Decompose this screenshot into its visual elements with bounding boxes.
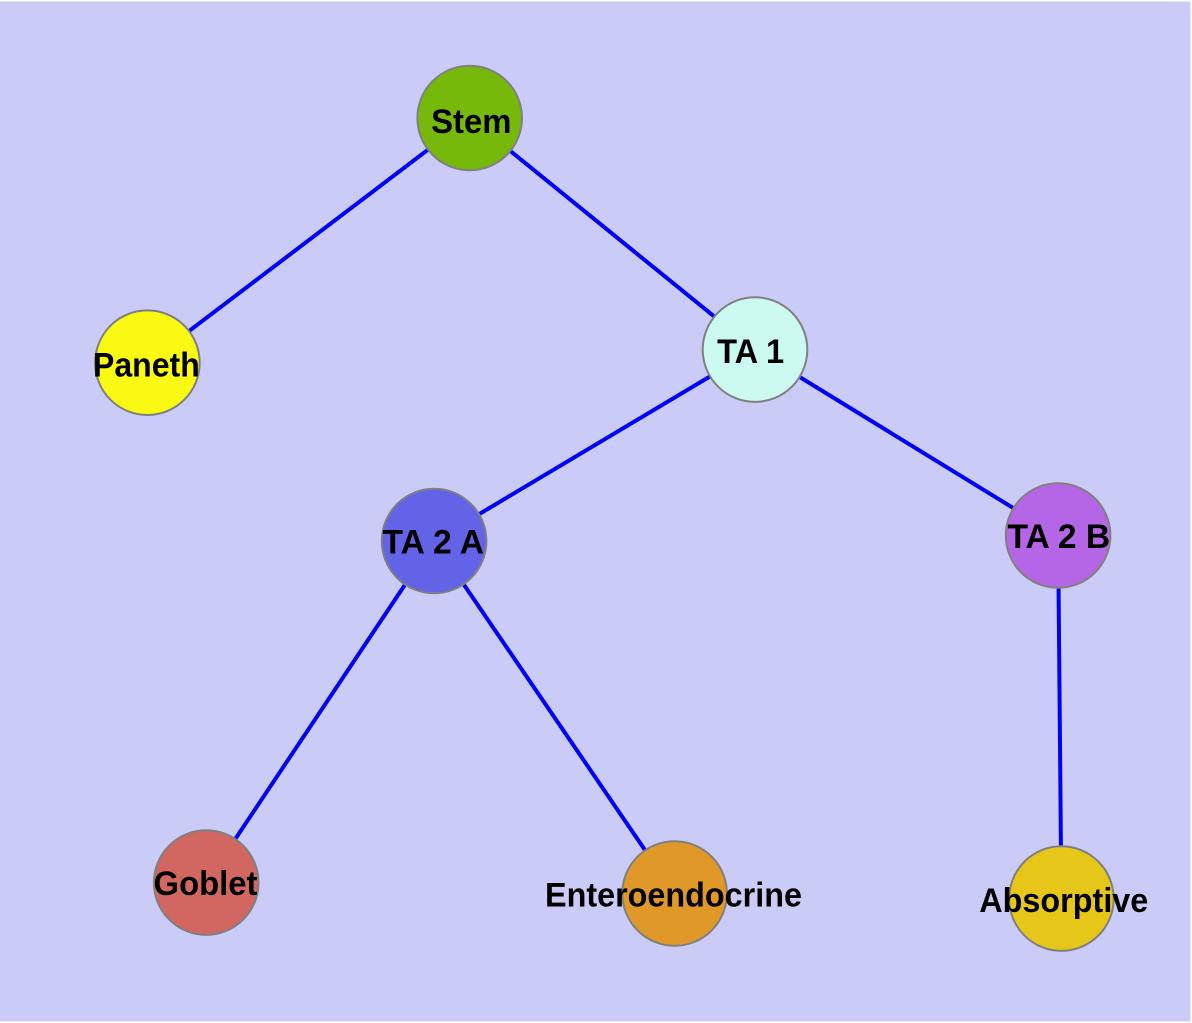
svg-text:TA 2 A: TA 2 A xyxy=(383,523,485,561)
svg-text:TA 1: TA 1 xyxy=(717,333,784,371)
svg-text:Stem: Stem xyxy=(431,103,511,141)
svg-text:Goblet: Goblet xyxy=(154,865,258,903)
svg-text:Absorptive: Absorptive xyxy=(979,882,1148,920)
svg-text:Paneth: Paneth xyxy=(93,347,200,385)
svg-text:TA 2 B: TA 2 B xyxy=(1007,518,1110,556)
svg-text:Enteroendocrine: Enteroendocrine xyxy=(545,877,802,915)
